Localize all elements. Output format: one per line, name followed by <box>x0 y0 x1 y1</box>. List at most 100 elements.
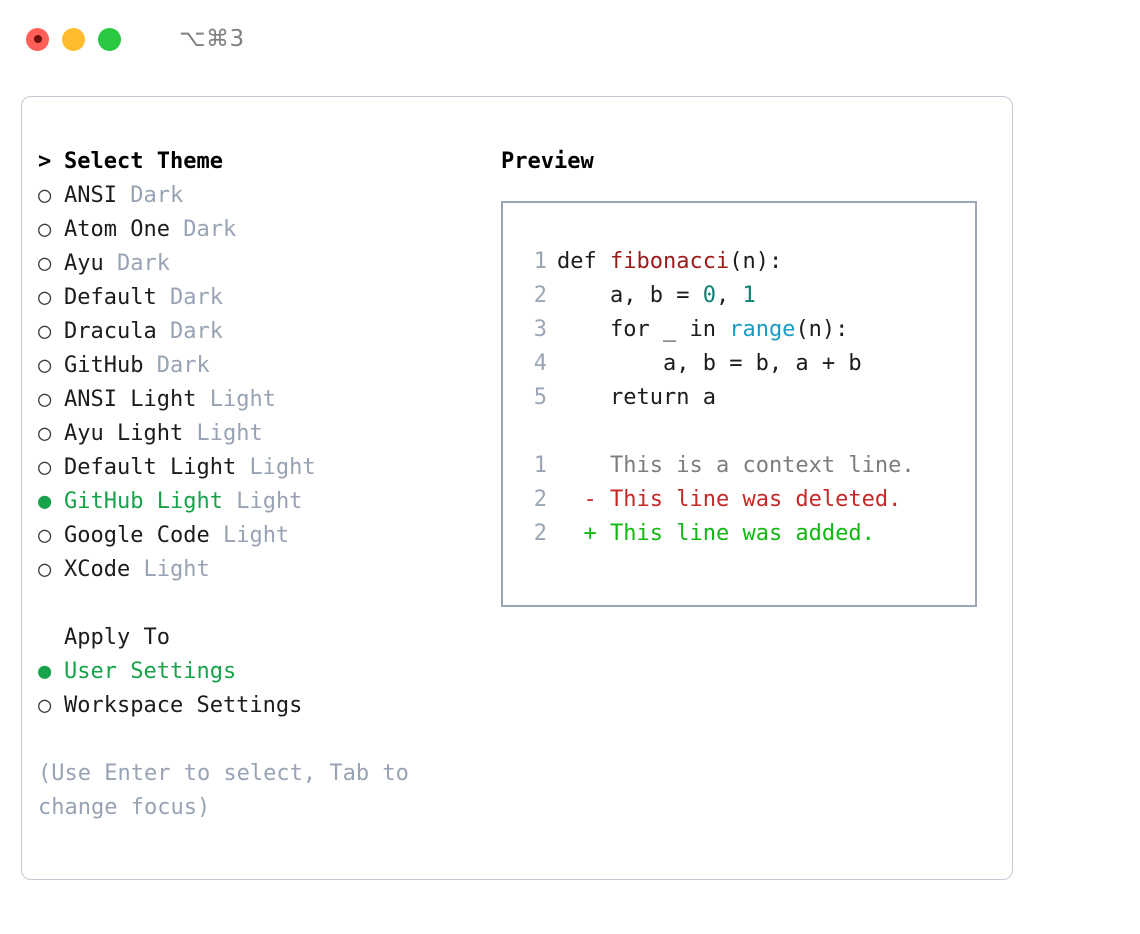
theme-item-tag: Light <box>209 387 276 412</box>
theme-item-tag: Dark <box>169 319 223 344</box>
close-button[interactable] <box>26 27 49 51</box>
radio-unselected-icon: ○ <box>38 557 52 582</box>
code-token: for _ in <box>609 317 730 342</box>
label-tag-space <box>236 455 249 480</box>
code-token: (n): <box>795 317 849 342</box>
label-tag-space <box>104 251 117 276</box>
code-line: 1 def fibonacci(n): <box>503 245 975 279</box>
minimize-button[interactable] <box>62 27 85 51</box>
select-theme-heading: >Select Theme <box>38 145 498 179</box>
theme-list-item[interactable]: ○XCode Light <box>38 553 498 587</box>
code-indent <box>557 351 663 376</box>
theme-list-item[interactable]: ○ ANSI Dark <box>38 179 498 213</box>
diff-text: This is a context line. <box>610 453 915 478</box>
line-number: 5 <box>533 385 547 410</box>
label-tag-space <box>170 217 183 242</box>
radio-unselected-icon: ○ <box>38 693 52 718</box>
theme-item-label: Default Light <box>64 455 237 480</box>
label-tag-space <box>143 353 156 378</box>
diff-line: 2 + This line was added. <box>503 517 975 551</box>
theme-item-tag: Dark <box>156 353 210 378</box>
theme-item-label: GitHub <box>64 353 144 378</box>
panel-columns: >Select Theme ○ANSI Dark○Atom One Dark○A… <box>22 97 1012 879</box>
code-token: def <box>557 249 610 274</box>
title-bar: ⌥⌘3 <box>0 0 1140 78</box>
theme-list-item[interactable]: ○Atom One Dark <box>38 213 498 247</box>
code-token: range <box>729 317 796 342</box>
theme-list: ○ANSI Dark○Atom One Dark○Ayu Dark○Defaul… <box>38 179 498 587</box>
diff-sign <box>584 453 611 478</box>
diff-text: This line was added. <box>610 521 875 546</box>
code-indent <box>557 317 610 342</box>
theme-item-label: Ayu <box>64 251 104 276</box>
label-tag-space <box>157 285 170 310</box>
label-tag-space <box>157 319 170 344</box>
apply-to-item[interactable]: ○Workspace Settings <box>38 689 498 723</box>
code-token: (n): <box>729 249 783 274</box>
window-controls <box>26 27 121 51</box>
theme-item-label: ANSI <box>64 183 117 208</box>
diff-indent <box>557 453 584 478</box>
apply-to-item-label: User Settings <box>64 659 237 684</box>
radio-unselected-icon: ○ <box>38 421 52 446</box>
diff-sign: + <box>583 521 610 546</box>
theme-item-tag: Dark <box>183 217 237 242</box>
theme-list-item[interactable]: ○Default Light Light <box>38 451 498 485</box>
code-token: a, b = <box>609 283 703 308</box>
diff-sign: - <box>583 487 610 512</box>
main-panel: >Select Theme ○ANSI Dark○Atom One Dark○A… <box>21 96 1013 880</box>
code-diff-gap <box>503 415 975 449</box>
maximize-button[interactable] <box>98 27 121 51</box>
radio-unselected-icon: ○ <box>38 183 52 208</box>
theme-item-tag: Dark <box>130 183 184 208</box>
theme-selector-column: >Select Theme ○ANSI Dark○Atom One Dark○A… <box>38 145 498 825</box>
theme-item-label: Dracula <box>64 319 157 344</box>
line-number: 3 <box>533 317 547 342</box>
code-indent <box>557 283 610 308</box>
theme-item-tag: Light <box>236 489 303 514</box>
diff-text: This line was deleted. <box>610 487 902 512</box>
diff-line: 2 - This line was deleted. <box>503 483 975 517</box>
theme-item-label: ANSI Light <box>64 387 197 412</box>
theme-list-item[interactable]: ○Default Dark <box>38 281 498 315</box>
theme-list-item[interactable]: ● GitHub Light Light <box>38 485 498 519</box>
label-tag-space <box>196 387 209 412</box>
theme-list-item[interactable]: ○ GitHub Dark <box>38 349 498 383</box>
diff-line: 1 This is a context line. <box>503 449 975 483</box>
theme-list-item[interactable]: ○ANSI Light Light <box>38 383 498 417</box>
line-number: 2 <box>533 283 547 308</box>
theme-list-item[interactable]: ○ Google Code Light <box>38 519 498 553</box>
apply-to-list: ●User Settings○Workspace Settings <box>38 655 498 723</box>
radio-unselected-icon: ○ <box>38 353 52 378</box>
diff-indent <box>557 487 584 512</box>
hint-spacer <box>38 723 498 757</box>
diff-line-number: 1 <box>533 453 547 478</box>
label-tag-space <box>210 523 223 548</box>
code-token: , <box>715 283 743 308</box>
apply-to-heading-label: Apply To <box>64 625 170 650</box>
theme-item-label: GitHub Light <box>64 489 223 514</box>
code-line: 3 for _ in range(n): <box>503 313 975 347</box>
apply-to-item[interactable]: ●User Settings <box>38 655 498 689</box>
keyboard-hint: (Use Enter to select, Tab to change focu… <box>38 761 423 820</box>
code-token: fibonacci <box>609 249 730 274</box>
radio-selected-icon: ● <box>38 489 52 514</box>
theme-item-tag: Light <box>196 421 263 446</box>
theme-list-item[interactable]: ○Dracula Dark <box>38 315 498 349</box>
line-number: 1 <box>533 249 547 274</box>
radio-unselected-icon: ○ <box>38 285 52 310</box>
radio-unselected-icon: ○ <box>38 251 52 276</box>
list-spacer <box>38 587 498 621</box>
radio-unselected-icon: ○ <box>38 523 52 548</box>
theme-item-tag: Light <box>222 523 290 548</box>
label-tag-space <box>183 421 196 446</box>
theme-list-item[interactable]: ○Ayu Dark <box>38 247 498 281</box>
theme-item-label: Google Code <box>64 523 210 548</box>
theme-item-label: XCode <box>64 557 131 582</box>
theme-list-item[interactable]: ○Ayu Light Light <box>38 417 498 451</box>
code-token: 1 <box>742 283 756 308</box>
radio-unselected-icon: ○ <box>38 455 52 480</box>
